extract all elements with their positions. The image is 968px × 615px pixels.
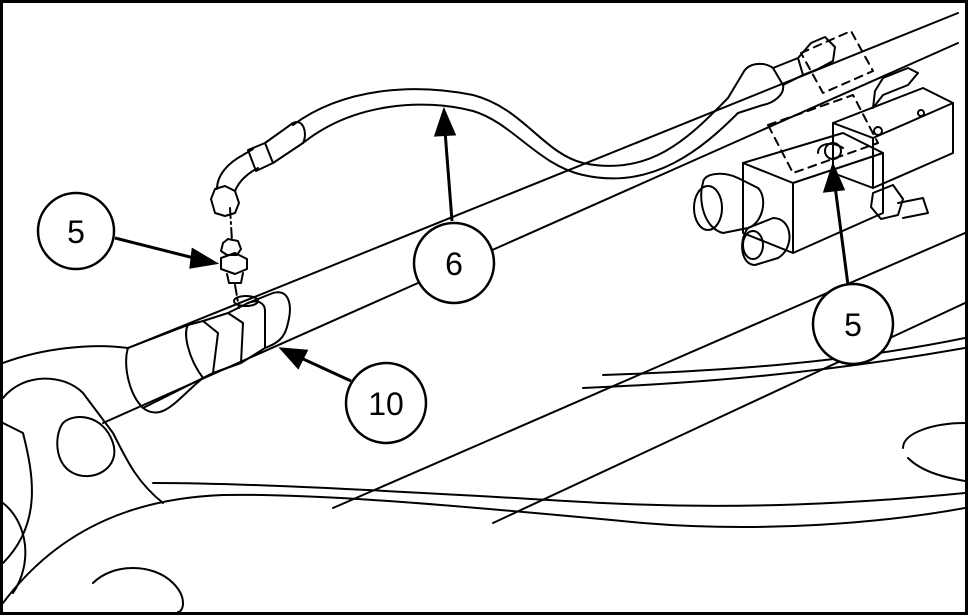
hose-end-fitting-left <box>210 121 306 217</box>
arrow-10-head <box>278 347 309 370</box>
valve-block <box>693 67 954 266</box>
callout-10: 10 <box>344 361 428 445</box>
callout-5-right: 5 <box>811 282 895 366</box>
callout-5-left: 5 <box>36 191 116 271</box>
detail-boxes <box>767 30 879 174</box>
callout-5-left-label: 5 <box>67 214 85 250</box>
adapter-fitting-left <box>220 207 248 309</box>
arrow-6-head <box>433 106 457 137</box>
hydraulic-assembly-illustration: 5 6 10 5 <box>3 12 965 612</box>
arrow-5-left <box>114 236 199 261</box>
cylinder-end <box>125 291 291 414</box>
callout-5-right-label: 5 <box>844 307 862 343</box>
arrow-10 <box>300 356 352 383</box>
arrow-5-right <box>833 185 850 286</box>
hose-assembly <box>292 36 836 180</box>
arrow-5-right-head <box>822 161 846 193</box>
callout-6-label: 6 <box>445 246 463 282</box>
callout-6: 6 <box>412 221 496 305</box>
leader-arrows <box>114 106 850 383</box>
arrow-5-left-head <box>189 247 220 269</box>
arrow-6 <box>443 130 454 222</box>
callout-10-label: 10 <box>368 386 404 422</box>
pivot-bracket <box>3 377 184 612</box>
